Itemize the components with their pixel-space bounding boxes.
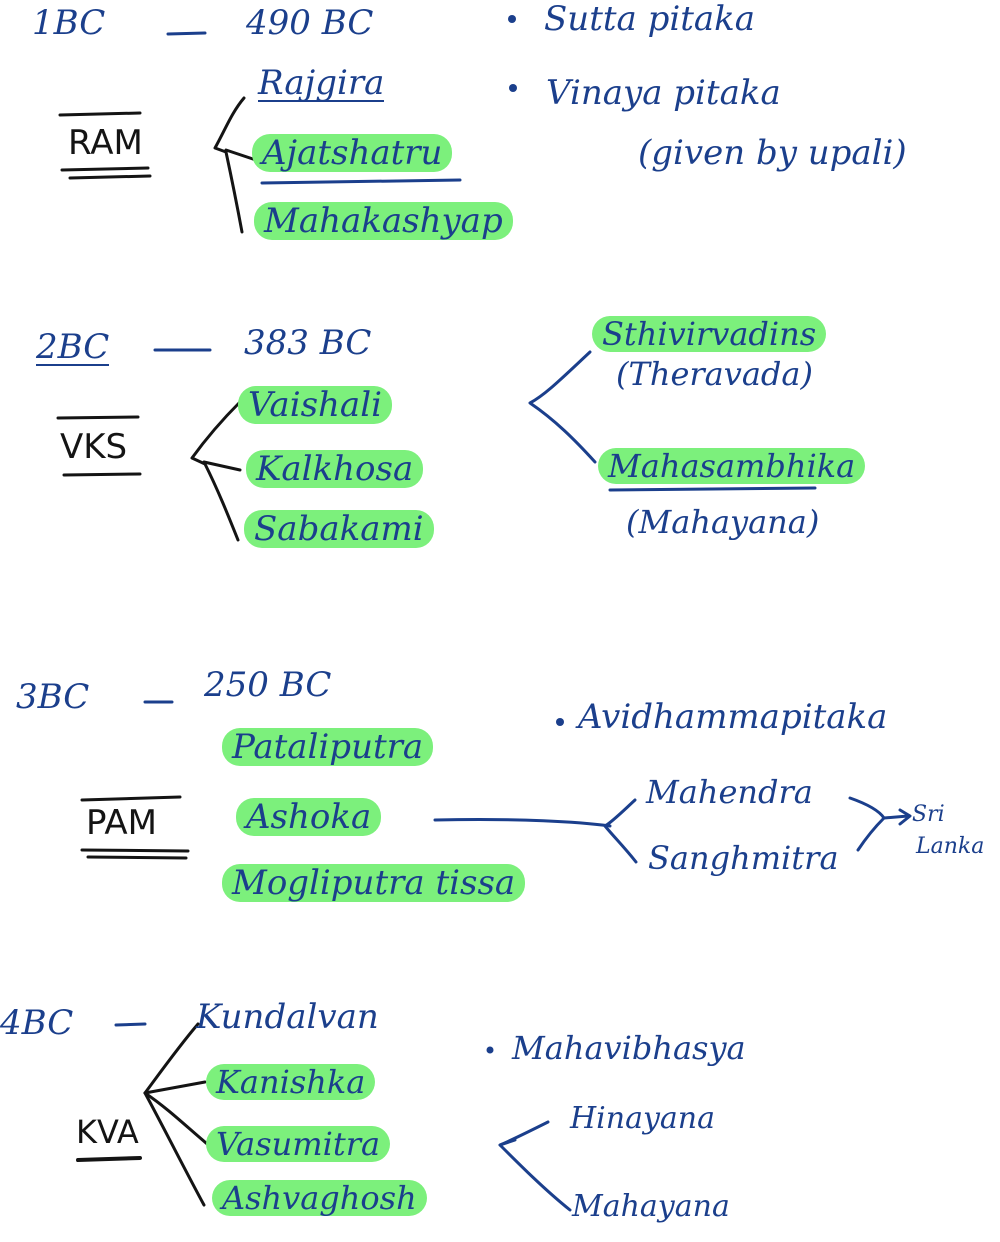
underline-mahasambhika [608, 486, 817, 492]
council-2-branch-mahasambhika: Mahasambhika [598, 448, 866, 484]
council-3-sanghmitra: Sanghmitra [648, 839, 839, 877]
council-3-king: Ashoka [236, 798, 382, 836]
line-ashoka [433, 817, 612, 828]
council-3-dest-lanka: Lanka [916, 834, 985, 859]
arrow-srilanka [882, 808, 912, 826]
council-3-mahendra: Mahendra [646, 773, 813, 811]
abbr-3-underline [80, 848, 190, 860]
brace-4-b [143, 1080, 207, 1095]
brace-1 [213, 96, 246, 234]
council-2-branch-mahayana: (Mahayana) [626, 503, 820, 541]
council-1-abbr: RAM [68, 123, 143, 163]
abbr-2-overline [56, 415, 140, 420]
fork-3 [603, 798, 638, 864]
council-2-branch-sthivirvadins: Sthivirvadins [592, 316, 827, 352]
council-2-year: 383 BC [244, 323, 372, 363]
brace-4-c [143, 1091, 214, 1150]
council-1-note-sutta: Sutta pitaka [544, 0, 756, 39]
council-4-vice-president: Ashvaghosh [212, 1180, 427, 1216]
council-4-branch-mahayana: Mahayana [572, 1189, 730, 1224]
fork-4-tip [498, 1138, 517, 1147]
council-2-king: Kalkhosa [246, 450, 424, 488]
council-4-number: 4BC [0, 1003, 74, 1043]
brace-2 [190, 400, 242, 542]
bullet-vinaya [509, 84, 517, 92]
council-2-place: Vaishali [238, 386, 392, 424]
fork-2 [528, 350, 597, 464]
council-2-abbr: VKS [60, 427, 128, 467]
council-1-place: Rajgira [258, 63, 385, 103]
abbr-2-underline [62, 472, 142, 477]
council-4-abbr: KVA [76, 1113, 139, 1151]
brace-4-top [143, 1022, 200, 1095]
brace-2-mid [202, 460, 242, 472]
council-3-abbr: PAM [86, 803, 157, 843]
bullet-avidhamma [556, 718, 564, 726]
council-3-dest-sri: Sri [912, 802, 945, 827]
council-4-place: Kundalvan [196, 997, 379, 1037]
council-2-president: Sabakami [244, 510, 434, 548]
council-2-branch-theravada: (Theravada) [616, 355, 813, 393]
council-2-number: 2BC [36, 327, 110, 367]
council-4-note-mahavibhasya: Mahavibhasya [512, 1029, 746, 1067]
council-3-number: 3BC [16, 677, 90, 717]
council-1-number: 1BC [32, 3, 106, 43]
abbr-3-overline [80, 795, 182, 802]
council-3-place: Pataliputra [222, 728, 434, 766]
council-4-branch-hinayana: Hinayana [570, 1101, 716, 1136]
council-4-president: Vasumitra [206, 1126, 391, 1162]
council-3-year: 250 BC [204, 665, 332, 705]
abbr-4-underline [76, 1156, 142, 1162]
join-3 [848, 796, 886, 852]
abbr-1-underline [60, 166, 152, 180]
bullet-sutta [508, 15, 516, 23]
council-1-king: Ajatshatru [252, 134, 453, 172]
council-1-note-vinaya: Vinaya pitaka [546, 73, 781, 113]
council-1-note-upali: (given by upali) [638, 133, 907, 173]
underline-ajatshatru [260, 178, 462, 185]
council-1-year: 490 BC [246, 3, 374, 43]
dash-1 [166, 31, 207, 36]
council-3-president: Mogliputra tissa [222, 864, 526, 902]
bullet-mahavibhasya [486, 1046, 494, 1054]
council-1-president: Mahakashyap [254, 202, 513, 240]
dash-4 [114, 1022, 147, 1027]
abbr-1-overline [58, 111, 142, 117]
brace-4-d [143, 1091, 206, 1207]
fork-4 [498, 1120, 572, 1212]
council-4-king: Kanishka [206, 1064, 376, 1100]
council-3-note-avidhamma: Avidhammapitaka [578, 697, 888, 737]
